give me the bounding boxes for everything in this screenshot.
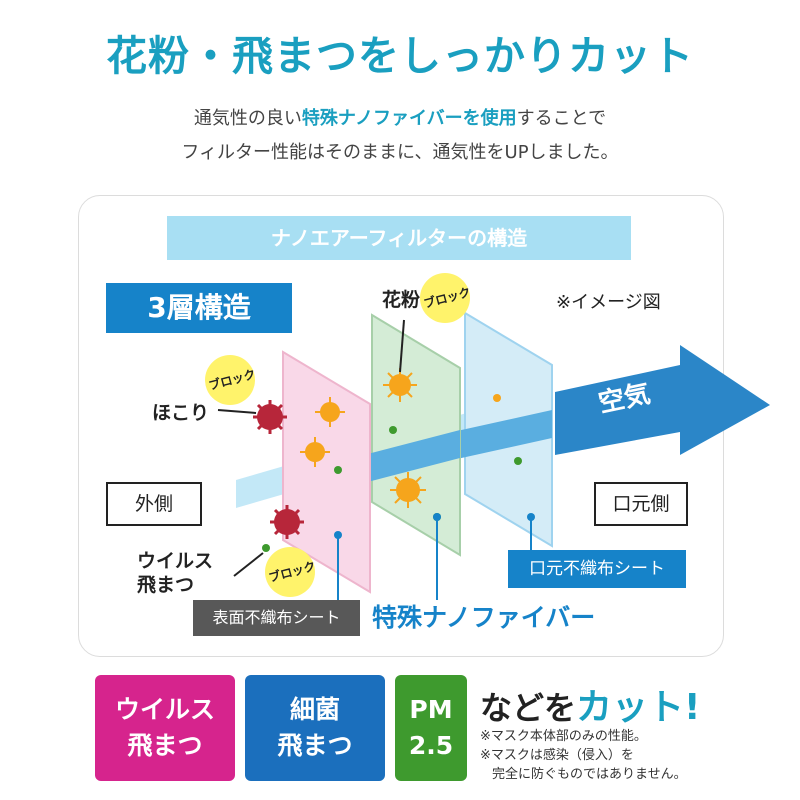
tile-pm25-line2: 2.5: [408, 731, 454, 760]
intro-line-1-pre: 通気性の良い: [193, 108, 302, 129]
air-arrow: [555, 345, 770, 455]
cut-text: などをカット!: [480, 678, 700, 730]
mouth-sheet-label: 口元不織布シート: [508, 550, 686, 588]
note-2: ※マスクは感染（侵入）を: [480, 748, 634, 763]
intro-line-2: フィルター性能はそのままに、通気性をUPしました。: [181, 142, 619, 163]
nanofiber-sheet: [371, 313, 461, 557]
tile-virus-line2: 飛まつ: [127, 731, 203, 760]
structure-badge: 3層構造: [106, 283, 292, 333]
headline: 花粉・飛まつをしっかりカット: [106, 32, 694, 80]
nanofiber-label: 特殊ナノファイバー: [372, 603, 596, 632]
tile-bacteria-line2: 飛まつ: [277, 731, 353, 760]
tile-virus: ウイルス 飛まつ: [95, 675, 235, 781]
surface-sheet: [282, 350, 371, 594]
tag-leaders: [337, 517, 532, 604]
virus-label-1: ウイルス: [137, 550, 214, 572]
pollen-label: 花粉: [382, 289, 421, 311]
pointer-lines: [217, 319, 405, 577]
tile-virus-line1: ウイルス: [114, 695, 215, 724]
dust-label: ほこり: [152, 402, 210, 424]
tile-bacteria-line1: 細菌: [289, 695, 340, 724]
outside-label: 外側: [106, 482, 202, 526]
intro-line-1-highlight: 特殊ナノファイバーを使用: [301, 108, 517, 129]
mouth-side-label: 口元側: [594, 482, 688, 526]
tile-pm25: PM 2.5: [395, 675, 467, 781]
small-particle-icon: [493, 394, 501, 402]
note-3: 完全に防ぐものではありません。: [492, 767, 687, 782]
cut-text-cut: カット!: [576, 687, 701, 728]
block-badge-icon: [205, 273, 470, 597]
intro-line-1-post: することで: [516, 108, 607, 129]
surface-sheet-label: 表面不織布シート: [193, 600, 360, 636]
diagram-banner: ナノエアーフィルターの構造: [167, 216, 631, 260]
tile-pm25-line1: PM: [409, 695, 453, 724]
droplet-icon: [262, 426, 522, 552]
pollen-rays-icon: [300, 368, 426, 508]
tile-bacteria: 細菌 飛まつ: [245, 675, 385, 781]
image-note: ※イメージ図: [556, 292, 661, 313]
virus-label-2: 飛まつ: [137, 574, 195, 596]
note-1: ※マスク本体部のみの性能。: [480, 729, 647, 744]
cut-text-pre: などを: [480, 689, 577, 727]
intro-line-1: 通気性の良い特殊ナノファイバーを使用することで: [0, 104, 800, 130]
